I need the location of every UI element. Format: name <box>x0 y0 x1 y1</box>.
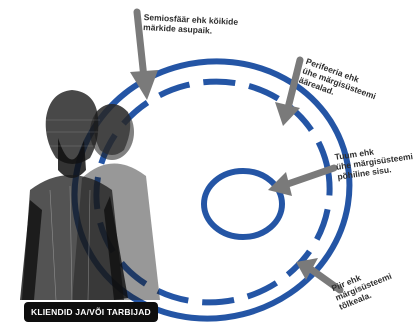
arrow-semiosphere <box>130 8 158 100</box>
periphery-dashed-ring <box>93 78 333 306</box>
figure-front <box>20 90 128 301</box>
arrow-periphery <box>275 56 304 126</box>
clients-badge: KLIENDID JA/VÕI TARBIJAD <box>24 302 158 322</box>
arrow-boundary <box>296 258 344 294</box>
core-circle <box>201 168 285 240</box>
people-figures <box>20 90 160 301</box>
arrow-core <box>268 164 338 196</box>
